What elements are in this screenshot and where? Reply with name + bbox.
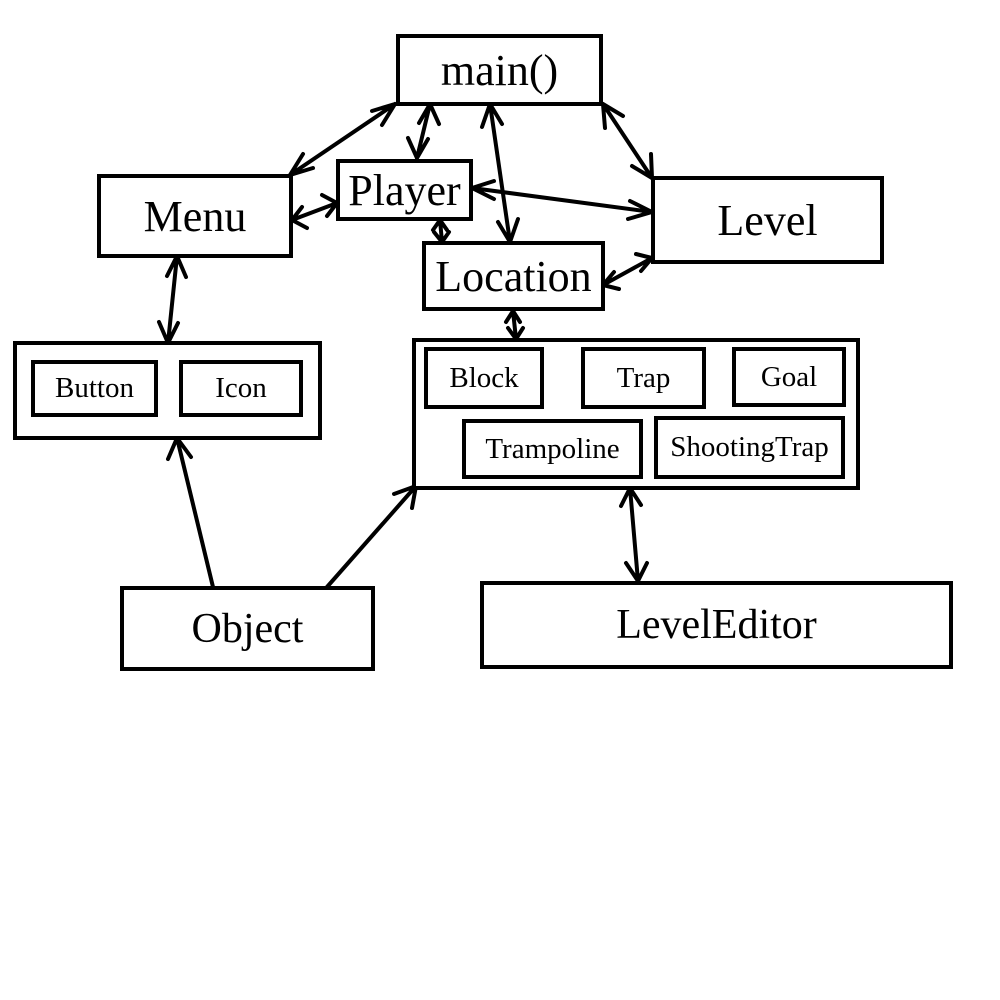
edge-player-level [470,179,654,221]
node-level-label: Level [717,195,818,245]
node-block: Block [424,347,544,409]
edge-main-location [480,102,520,244]
node-icon-label: Icon [215,372,267,404]
node-menu-label: Menu [143,191,247,241]
node-goal-label: Goal [760,360,818,393]
node-shooting-trap: ShootingTrap [654,416,845,479]
node-shooting-trap-label: ShootingTrap [670,431,829,463]
node-button: Button [31,360,158,417]
node-goal: Goal [732,347,846,407]
edge-location-tiles [504,309,525,341]
node-object-label: Object [191,605,304,652]
edge-object-ui [166,436,215,589]
node-player-label: Player [348,165,461,215]
edge-menu-ui [157,254,188,345]
node-level: Level [651,176,884,264]
edge-main-level [601,102,654,180]
node-location: Location [422,241,605,311]
node-object: Object [120,586,375,671]
edge-menu-player [290,193,339,230]
node-player: Player [336,159,473,221]
edge-object-tiles [325,484,418,589]
node-trampoline: Trampoline [462,419,643,479]
node-main: main() [396,34,603,106]
edge-tiles-leveleditor [619,486,649,583]
node-icon: Icon [179,360,303,417]
node-level-editor: LevelEditor [480,581,953,669]
node-main-label: main() [440,45,559,95]
node-menu: Menu [97,174,293,258]
node-trap-label: Trap [616,361,671,394]
node-location-label: Location [435,251,592,301]
node-trampoline-label: Trampoline [485,432,620,465]
edge-main-player [406,102,441,160]
node-block-label: Block [449,361,519,394]
node-trap: Trap [581,347,706,409]
node-button-label: Button [55,372,134,404]
node-level-editor-label: LevelEditor [616,602,817,648]
edge-location-level [601,252,654,291]
edge-player-location [431,218,451,244]
